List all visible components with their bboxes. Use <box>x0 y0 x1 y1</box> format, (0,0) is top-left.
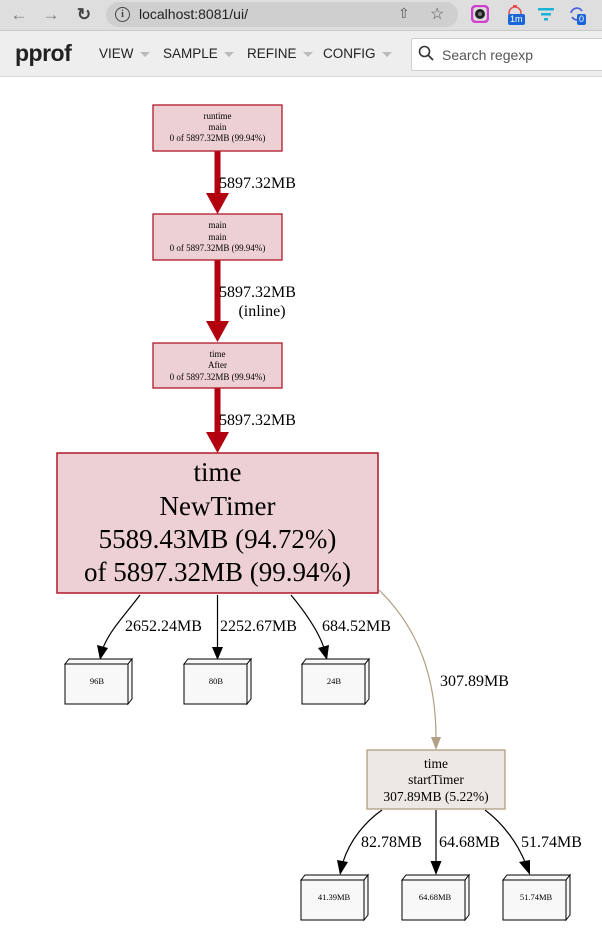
edge-time-after-to-time-newtimer[interactable]: 5897.32MB <box>206 388 296 453</box>
edge-starttimer-to-64-68mb[interactable]: 64.68MB <box>430 810 500 875</box>
share-icon[interactable]: ⇧ <box>398 5 410 21</box>
edge-label: 2252.67MB <box>220 618 297 635</box>
node-pkg: runtime <box>204 111 232 121</box>
node-time-starttimer[interactable]: time startTimer 307.89MB (5.22%) <box>366 749 506 810</box>
leaf-label: 80B <box>209 676 224 686</box>
menu-view[interactable]: VIEW <box>99 46 150 61</box>
sync-badge: 0 <box>577 14 587 25</box>
edge-label: 2652.24MB <box>125 618 202 635</box>
node-value: 0 of 5897.32MB (99.94%) <box>170 133 266 143</box>
edge-sublabel: (inline) <box>238 303 285 320</box>
chevron-down-icon <box>302 51 313 57</box>
edge-newtimer-to-80b[interactable]: 2252.67MB <box>212 595 297 660</box>
edge-label: 64.68MB <box>439 834 500 851</box>
leaf-96b[interactable]: 96B <box>63 657 134 706</box>
node-func: After <box>208 360 227 370</box>
chevron-down-icon <box>381 51 392 57</box>
menu-config[interactable]: CONFIG <box>323 46 392 61</box>
color-picker-extension-icon[interactable] <box>470 4 490 24</box>
search-icon <box>418 45 434 61</box>
pprof-toolbar: pprof VIEW SAMPLE REFINE CONFIG <box>0 31 602 77</box>
edge-label: 5897.32MB <box>219 412 296 429</box>
node-func: NewTimer <box>159 491 275 521</box>
call-graph: 5897.32MB 5897.32MB (inline) 5897.32MB 2… <box>56 104 582 922</box>
back-icon[interactable]: ← <box>10 5 28 24</box>
edge-newtimer-to-24b[interactable]: 684.52MB <box>290 594 391 660</box>
node-func: main <box>209 232 227 242</box>
menu-sample-label: SAMPLE <box>163 46 218 61</box>
menu-view-label: VIEW <box>99 46 134 61</box>
site-info-icon[interactable]: i <box>115 7 130 22</box>
search-input[interactable] <box>440 44 602 66</box>
edge-newtimer-to-starttimer[interactable]: 307.89MB <box>378 589 509 750</box>
leaf-41-39mb[interactable]: 41.39MB <box>299 873 370 922</box>
menu-sample[interactable]: SAMPLE <box>163 46 234 61</box>
chevron-down-icon <box>139 51 150 57</box>
node-func: startTimer <box>408 772 464 787</box>
edge-label: 51.74MB <box>521 834 582 851</box>
node-main-main[interactable]: main main 0 of 5897.32MB (99.94%) <box>152 213 283 261</box>
node-runtime-main[interactable]: runtime main 0 of 5897.32MB (99.94%) <box>152 104 283 152</box>
edge-runtime-main-to-main-main[interactable]: 5897.32MB <box>206 151 296 214</box>
node-func: main <box>209 122 227 132</box>
leaf-80b[interactable]: 80B <box>182 657 253 706</box>
node-pkg: time <box>424 756 448 771</box>
edge-main-main-to-time-after[interactable]: 5897.32MB (inline) <box>206 260 296 342</box>
edge-starttimer-to-41-39mb[interactable]: 82.78MB <box>337 809 422 875</box>
sync-extension-icon[interactable]: 0 <box>568 5 587 25</box>
node-pkg: time <box>194 457 242 487</box>
leaf-label: 24B <box>327 676 342 686</box>
timer-badge: 1m <box>508 14 525 25</box>
node-pkg: time <box>210 349 226 359</box>
edge-label: 5897.32MB <box>219 175 296 192</box>
leaf-label: 96B <box>90 676 105 686</box>
node-cum-value: of 5897.32MB (99.94%) <box>84 557 351 587</box>
reload-icon[interactable]: ↻ <box>76 5 92 24</box>
brand-logo[interactable]: pprof <box>15 40 72 66</box>
url-text[interactable]: localhost:8081/ui/ <box>139 6 248 22</box>
edge-label: 307.89MB <box>440 673 509 690</box>
node-value: 0 of 5897.32MB (99.94%) <box>170 372 266 382</box>
leaf-64-68mb[interactable]: 64.68MB <box>400 873 471 922</box>
browser-chrome: ← → ↻ i localhost:8081/ui/ ⇧ ☆ 1m 0 <box>0 0 602 31</box>
node-pkg: main <box>209 220 227 230</box>
bookmark-star-icon[interactable]: ☆ <box>430 6 445 23</box>
leaf-51-74mb[interactable]: 51.74MB <box>501 873 572 922</box>
node-value: 307.89MB (5.22%) <box>383 789 488 804</box>
node-time-newtimer[interactable]: time NewTimer 5589.43MB (94.72%) of 5897… <box>56 452 379 594</box>
edge-label: 82.78MB <box>361 834 422 851</box>
leaf-label: 51.74MB <box>520 892 553 902</box>
node-value: 0 of 5897.32MB (99.94%) <box>170 243 266 253</box>
forward-icon[interactable]: → <box>42 5 60 24</box>
edge-label: 684.52MB <box>322 618 391 635</box>
edge-newtimer-to-96b[interactable]: 2652.24MB <box>97 594 202 660</box>
menu-refine-label: REFINE <box>247 46 297 61</box>
node-flat-value: 5589.43MB (94.72%) <box>99 524 337 554</box>
leaf-24b[interactable]: 24B <box>300 657 371 706</box>
filter-extension-icon[interactable] <box>537 5 555 23</box>
edge-starttimer-to-51-74mb[interactable]: 51.74MB <box>484 809 582 875</box>
node-time-after[interactable]: time After 0 of 5897.32MB (99.94%) <box>152 342 283 389</box>
timer-extension-icon[interactable]: 1m <box>506 5 525 25</box>
chevron-down-icon <box>223 51 234 57</box>
leaf-label: 64.68MB <box>419 892 452 902</box>
edge-label: 5897.32MB <box>219 284 296 301</box>
leaf-label: 41.39MB <box>318 892 351 902</box>
search-box[interactable] <box>411 38 602 71</box>
address-bar[interactable]: i localhost:8081/ui/ ⇧ ☆ <box>106 2 458 27</box>
menu-config-label: CONFIG <box>323 46 376 61</box>
menu-refine[interactable]: REFINE <box>247 46 313 61</box>
